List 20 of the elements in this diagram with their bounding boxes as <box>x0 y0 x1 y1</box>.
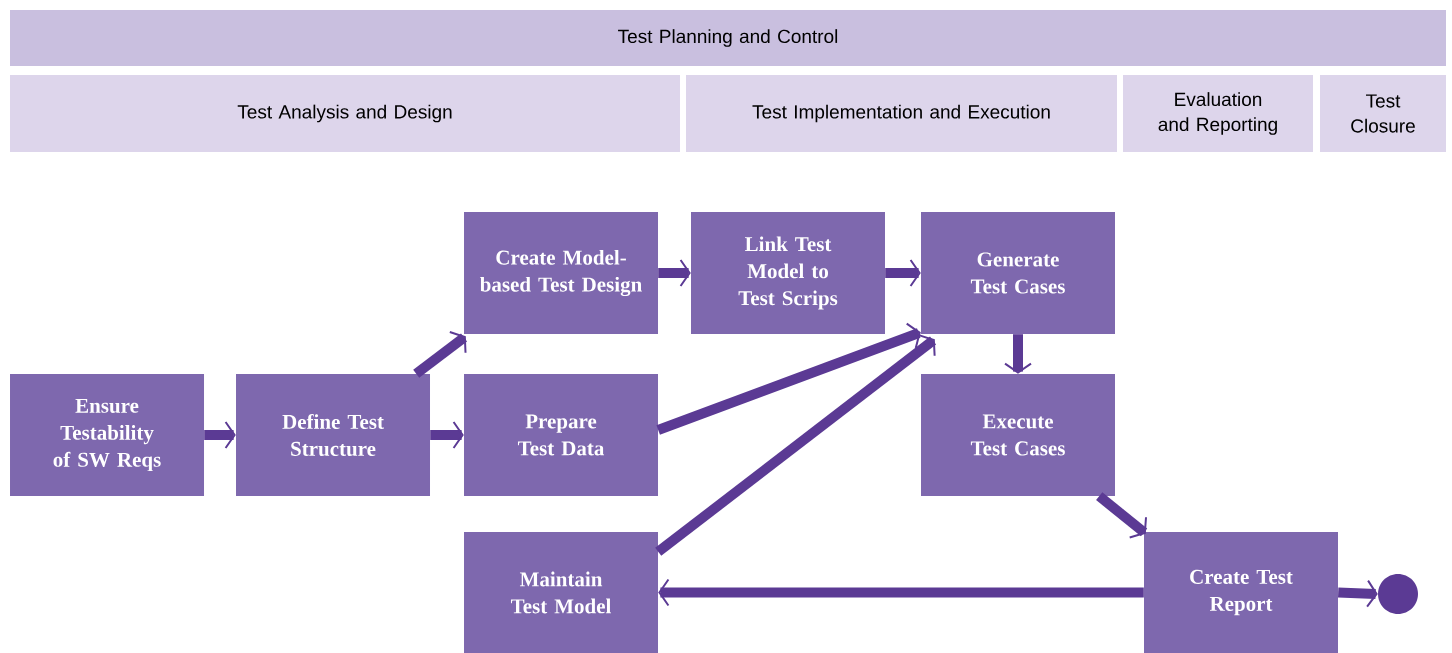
arrow <box>658 578 1144 607</box>
arrow <box>413 331 468 378</box>
phase-band: Test Implementation and Execution <box>686 75 1117 152</box>
arrow <box>656 322 921 435</box>
process-box: Link Test Model to Test Scrips <box>691 212 885 334</box>
end-circle <box>1378 574 1418 614</box>
process-box: Define Test Structure <box>236 374 430 496</box>
process-box: Ensure Testability of SW Reqs <box>10 374 204 496</box>
arrow <box>1096 492 1148 539</box>
process-box: Generate Test Cases <box>921 212 1115 334</box>
phase-band: Evaluation and Reporting <box>1123 75 1313 152</box>
process-box: Create Test Report <box>1144 532 1338 653</box>
phase-band: Test Analysis and Design <box>10 75 680 152</box>
process-box: Execute Test Cases <box>921 374 1115 496</box>
phase-band: Test Closure <box>1320 75 1446 152</box>
arrow <box>655 334 937 556</box>
process-box: Prepare Test Data <box>464 374 658 496</box>
process-box: Create Model-based Test Design <box>464 212 658 334</box>
phase-band: Test Planning and Control <box>10 10 1446 66</box>
process-box: Maintain Test Model <box>464 532 658 653</box>
